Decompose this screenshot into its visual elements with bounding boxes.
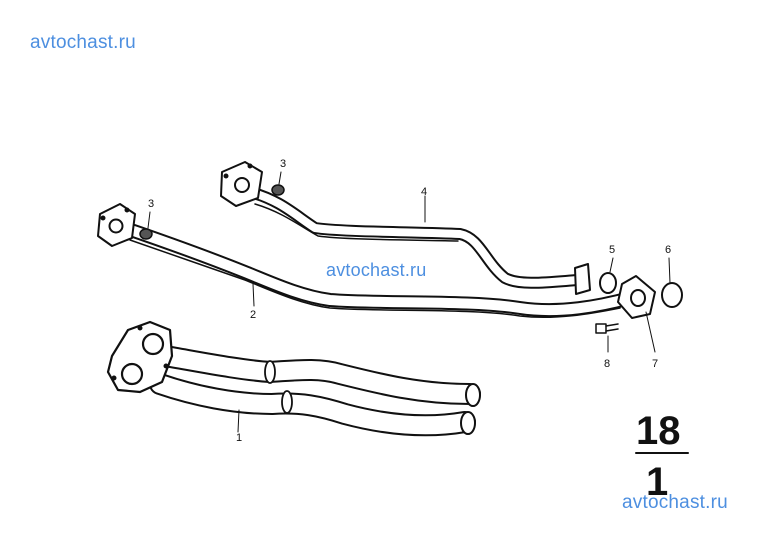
seal-ring-part-5	[599, 257, 617, 294]
leader-line-part-7	[645, 311, 656, 353]
watermark-bottom: avtochast.ru	[622, 492, 728, 513]
callout-part-2: 2	[250, 309, 256, 321]
leader-line-part-2	[252, 283, 255, 307]
group-number-main: 18	[636, 409, 681, 453]
front-pipe-part-1	[106, 320, 481, 437]
exhaust-pipe-part-4	[220, 161, 591, 295]
exhaust-pipe-part-2	[97, 203, 656, 319]
group-number-sub: 1	[646, 460, 668, 504]
callout-part-5: 5	[609, 244, 615, 256]
callout-part-3-lower: 3	[148, 198, 154, 210]
callout-part-7: 7	[652, 358, 658, 370]
callout-part-8: 8	[604, 358, 610, 370]
watermark-middle: avtochast.ru	[326, 260, 427, 280]
seal-ring-part-6	[661, 257, 683, 308]
bolt-part-8	[595, 323, 619, 353]
callout-part-4: 4	[421, 186, 427, 198]
gasket-part-3-lower	[139, 211, 153, 240]
callout-part-3-upper: 3	[280, 158, 286, 170]
watermark-top: avtochast.ru	[30, 32, 136, 53]
callout-part-1: 1	[236, 432, 242, 444]
callout-part-6: 6	[665, 244, 671, 256]
gasket-part-3-upper	[271, 171, 285, 196]
